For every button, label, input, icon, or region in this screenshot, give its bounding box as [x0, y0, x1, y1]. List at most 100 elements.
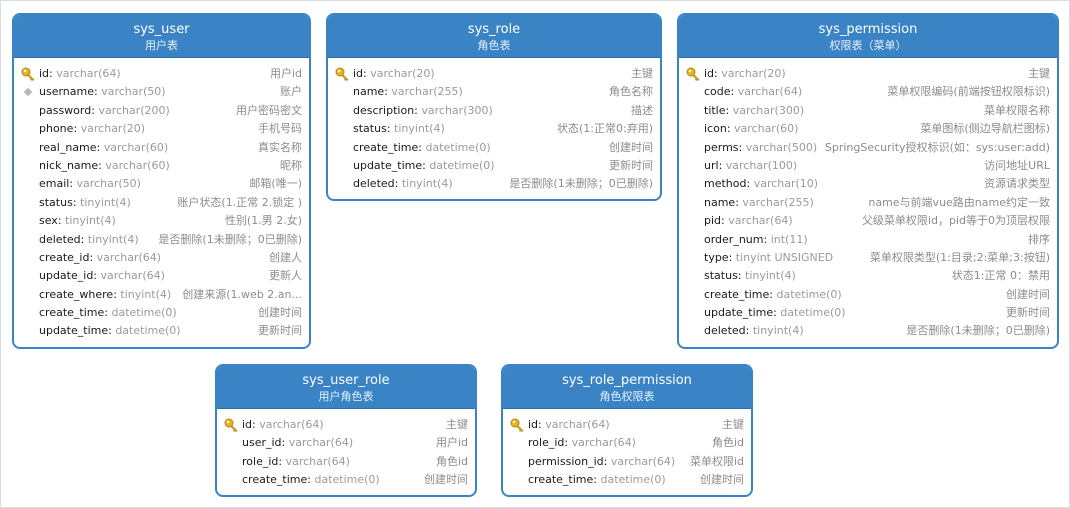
field-row[interactable]: id: varchar(64)用户id: [14, 65, 309, 83]
field-name-and-type: method: varchar(10): [704, 177, 819, 191]
field-row[interactable]: id: varchar(20)主键: [679, 65, 1057, 83]
field-row[interactable]: deleted: tinyint(4)是否删除(1未删除；0已删除): [679, 322, 1057, 340]
field-row[interactable]: perms: varchar(500)SpringSecurity授权标识(如：…: [679, 139, 1057, 157]
field-row[interactable]: create_id: varchar(64)创建人: [14, 249, 309, 267]
field-type: tinyint(4): [401, 177, 453, 191]
field-marker-empty: [685, 231, 701, 249]
field-row[interactable]: description: varchar(300)描述: [328, 102, 660, 120]
field-row[interactable]: order_num: int(11)排序: [679, 231, 1057, 249]
field-row[interactable]: update_time: datetime(0)更新时间: [14, 322, 309, 340]
field-row[interactable]: nick_name: varchar(60)昵称: [14, 157, 309, 175]
field-row[interactable]: role_id: varchar(64)角色id: [503, 434, 751, 452]
field-type: varchar(200): [98, 103, 170, 117]
field-comment: 创建时间: [700, 473, 744, 487]
field-name-and-type: create_time: datetime(0): [528, 473, 666, 487]
field-name: deleted: [353, 177, 395, 191]
field-row[interactable]: create_time: datetime(0)创建时间: [679, 286, 1057, 304]
field-row[interactable]: email: varchar(50)邮箱(唯一): [14, 175, 309, 193]
field-marker-empty: [20, 322, 36, 340]
field-row[interactable]: create_time: datetime(0) 创建时间: [503, 471, 751, 489]
field-row[interactable]: user_id: varchar(64)用户id: [217, 434, 475, 452]
field-type: tinyint UNSIGNED: [735, 250, 834, 264]
field-row[interactable]: real_name: varchar(60)真实名称: [14, 139, 309, 157]
field-comment: 更新时间: [609, 158, 653, 172]
field-comment: 创建时间: [1006, 287, 1050, 301]
field-row[interactable]: create_where: tinyint(4)创建来源(1.web 2.an.…: [14, 286, 309, 304]
field-name: url: [704, 158, 719, 172]
field-row[interactable]: name: varchar(255)角色名称: [328, 83, 660, 101]
field-marker-empty: [685, 120, 701, 138]
field-name-and-type: deleted: tinyint(4): [39, 232, 139, 246]
field-row[interactable]: url: varchar(100)访问地址URL: [679, 157, 1057, 175]
field-name: update_time: [39, 324, 109, 338]
field-name-and-type: order_num: int(11): [704, 232, 808, 246]
field-row[interactable]: username: varchar(50)账户: [14, 83, 309, 101]
field-row[interactable]: role_id: varchar(64)角色id: [217, 453, 475, 471]
field-type: varchar(50): [101, 85, 166, 99]
field-comment: 创建人: [269, 250, 302, 264]
field-row[interactable]: update_id: varchar(64)更新人: [14, 267, 309, 285]
field-marker-empty: [334, 83, 350, 101]
field-type: varchar(255): [742, 195, 814, 209]
field-name: create_time: [528, 473, 594, 487]
field-row[interactable]: status: tinyint(4)状态1:正常 0：禁用: [679, 267, 1057, 285]
field-type: datetime(0): [111, 306, 177, 320]
field-row[interactable]: password: varchar(200)用户密码密文: [14, 102, 309, 120]
field-row[interactable]: create_time: datetime(0)创建时间: [14, 304, 309, 322]
field-marker-empty: [223, 471, 239, 489]
field-row[interactable]: deleted: tinyint(4)是否删除(1未删除；0已删除): [328, 175, 660, 193]
field-row[interactable]: create_time: datetime(0)创建时间: [328, 139, 660, 157]
field-row[interactable]: name: varchar(255)name与前端vue路由name约定一致: [679, 194, 1057, 212]
field-name: id: [353, 67, 364, 80]
field-row[interactable]: id: varchar(64)主键: [503, 416, 751, 434]
field-row[interactable]: status: tinyint(4)账户状态(1.正常 2.锁定 ): [14, 194, 309, 212]
field-row[interactable]: pid: varchar(64)父级菜单权限id，pid等于0为顶层权限: [679, 212, 1057, 230]
field-row[interactable]: id: varchar(20)主键: [328, 65, 660, 83]
field-row[interactable]: method: varchar(10)资源请求类型: [679, 175, 1057, 193]
field-row[interactable]: update_time: datetime(0)更新时间: [328, 157, 660, 175]
field-marker-empty: [685, 175, 701, 193]
field-name: update_time: [353, 158, 423, 172]
field-row[interactable]: code: varchar(64)菜单权限编码(前端按钮权限标识): [679, 83, 1057, 101]
field-marker-empty: [685, 212, 701, 230]
field-row[interactable]: update_time: datetime(0)更新时间: [679, 304, 1057, 322]
field-row[interactable]: create_time: datetime(0)创建时间: [217, 471, 475, 489]
field-comment: 访问地址URL: [984, 158, 1050, 172]
field-name: name: [704, 195, 736, 209]
field-row[interactable]: deleted: tinyint(4)是否删除(1未删除；0已删除): [14, 231, 309, 249]
field-marker-empty: [20, 194, 36, 212]
field-row[interactable]: permission_id: varchar(64)菜单权限id: [503, 453, 751, 471]
field-name-and-type: create_time: datetime(0): [39, 306, 177, 320]
field-type: varchar(64): [100, 269, 165, 283]
field-marker-empty: [685, 267, 701, 285]
field-name-and-type: update_id: varchar(64): [39, 269, 165, 283]
field-type: varchar(20): [721, 67, 786, 80]
field-marker-empty: [20, 286, 36, 304]
field-row[interactable]: phone: varchar(20)手机号码: [14, 120, 309, 138]
field-name-and-type: title: varchar(300): [704, 103, 805, 117]
field-row[interactable]: sex: tinyint(4)性别(1.男 2.女): [14, 212, 309, 230]
field-name-and-type: id: varchar(64): [39, 67, 121, 80]
field-row[interactable]: title: varchar(300)菜单权限名称: [679, 102, 1057, 120]
field-type: varchar(64): [96, 250, 162, 264]
field-name-and-type: name: varchar(255): [704, 195, 814, 209]
entity-name: sys_role: [467, 22, 521, 37]
field-row[interactable]: icon: varchar(60)菜单图标(侧边导航栏图标): [679, 120, 1057, 138]
field-type: varchar(60): [103, 140, 169, 154]
field-row[interactable]: id: varchar(64)主键: [217, 416, 475, 434]
field-name: perms: [704, 140, 739, 154]
field-type: tinyint(4): [394, 122, 445, 136]
field-row[interactable]: status: tinyint(4)状态(1:正常0:弃用): [328, 120, 660, 138]
